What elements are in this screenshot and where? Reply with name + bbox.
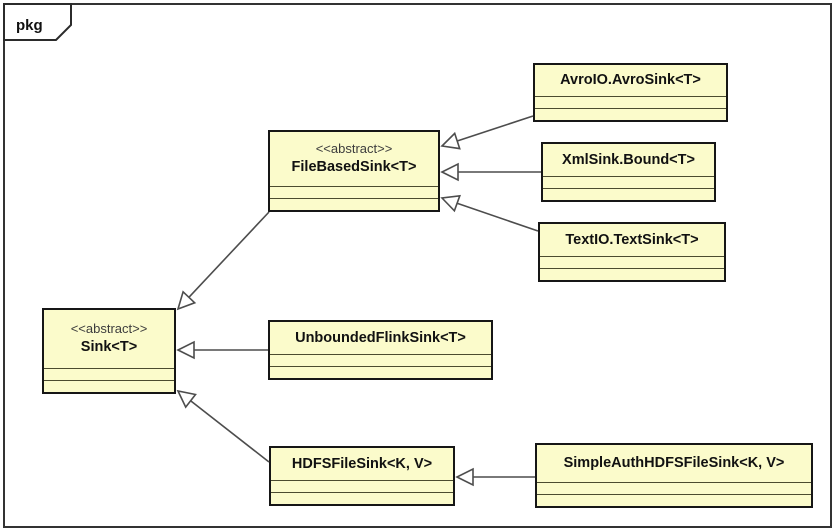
attributes-compartment: [271, 480, 453, 492]
class-box-unboundedflinksink: UnboundedFlinkSink<T>: [268, 320, 493, 380]
edge-xmlsink-to-filebasedsink: [440, 162, 541, 182]
edge-simpleauthhdfsfilesink-to-hdfsfilesink: [455, 467, 535, 487]
edge-textsink-to-filebasedsink: [440, 194, 539, 232]
class-title: SimpleAuthHDFSFileSink<K, V>: [537, 445, 811, 482]
class-box-sink: <<abstract>> Sink<T>: [42, 308, 176, 394]
class-title: TextIO.TextSink<T>: [540, 224, 724, 256]
generalization-arrowhead: [440, 194, 461, 213]
attributes-compartment: [270, 354, 491, 366]
attributes-compartment: [537, 482, 811, 494]
attributes-compartment: [543, 176, 714, 188]
class-title: XmlSink.Bound<T>: [543, 144, 714, 176]
operations-compartment: [540, 268, 724, 280]
edge-avrosink-to-filebasedsink: [440, 115, 534, 150]
edge-unboundedflinksink-to-sink: [176, 340, 268, 360]
class-name: UnboundedFlinkSink<T>: [295, 329, 466, 346]
edge-filebasedsink-to-sink: [176, 211, 270, 311]
generalization-arrowhead: [176, 340, 195, 360]
class-name: AvroIO.AvroSink<T>: [560, 72, 701, 89]
attributes-compartment: [44, 368, 174, 380]
class-title: <<abstract>> FileBasedSink<T>: [270, 132, 438, 186]
operations-compartment: [270, 366, 491, 378]
class-name: XmlSink.Bound<T>: [562, 151, 695, 168]
class-stereotype: <<abstract>>: [70, 321, 148, 337]
operations-compartment: [537, 494, 811, 506]
class-box-textsink: TextIO.TextSink<T>: [538, 222, 726, 282]
class-stereotype: <<abstract>>: [315, 141, 393, 157]
operations-compartment: [270, 198, 438, 210]
attributes-compartment: [540, 256, 724, 268]
operations-compartment: [535, 108, 726, 120]
class-name: FileBasedSink<T>: [291, 159, 417, 176]
edge-hdfsfilesink-to-sink: [176, 389, 270, 463]
generalization-arrowhead: [440, 162, 459, 182]
class-title: <<abstract>> Sink<T>: [44, 310, 174, 368]
operations-compartment: [44, 380, 174, 392]
class-name: Sink<T>: [80, 339, 138, 356]
class-name: HDFSFileSink<K, V>: [291, 455, 433, 472]
class-box-filebasedsink: <<abstract>> FileBasedSink<T>: [268, 130, 440, 212]
generalization-arrowhead: [440, 131, 461, 150]
attributes-compartment: [535, 96, 726, 108]
package-tab-label: pkg: [16, 17, 43, 34]
class-title: UnboundedFlinkSink<T>: [270, 322, 491, 354]
class-name: SimpleAuthHDFSFileSink<K, V>: [563, 455, 785, 472]
operations-compartment: [271, 492, 453, 504]
generalization-arrowhead: [176, 389, 197, 409]
class-title: HDFSFileSink<K, V>: [271, 448, 453, 480]
class-name: TextIO.TextSink<T>: [565, 231, 699, 248]
operations-compartment: [543, 188, 714, 200]
generalization-arrowhead: [455, 467, 474, 487]
class-title: AvroIO.AvroSink<T>: [535, 65, 726, 96]
class-box-simpleauthhdfsfilesink: SimpleAuthHDFSFileSink<K, V>: [535, 443, 813, 508]
class-box-hdfsfilesink: HDFSFileSink<K, V>: [269, 446, 455, 506]
package-tab: [3, 3, 72, 41]
generalization-arrowhead: [176, 290, 197, 311]
attributes-compartment: [270, 186, 438, 198]
class-box-avrosink: AvroIO.AvroSink<T>: [533, 63, 728, 122]
class-box-xmlsink: XmlSink.Bound<T>: [541, 142, 716, 202]
